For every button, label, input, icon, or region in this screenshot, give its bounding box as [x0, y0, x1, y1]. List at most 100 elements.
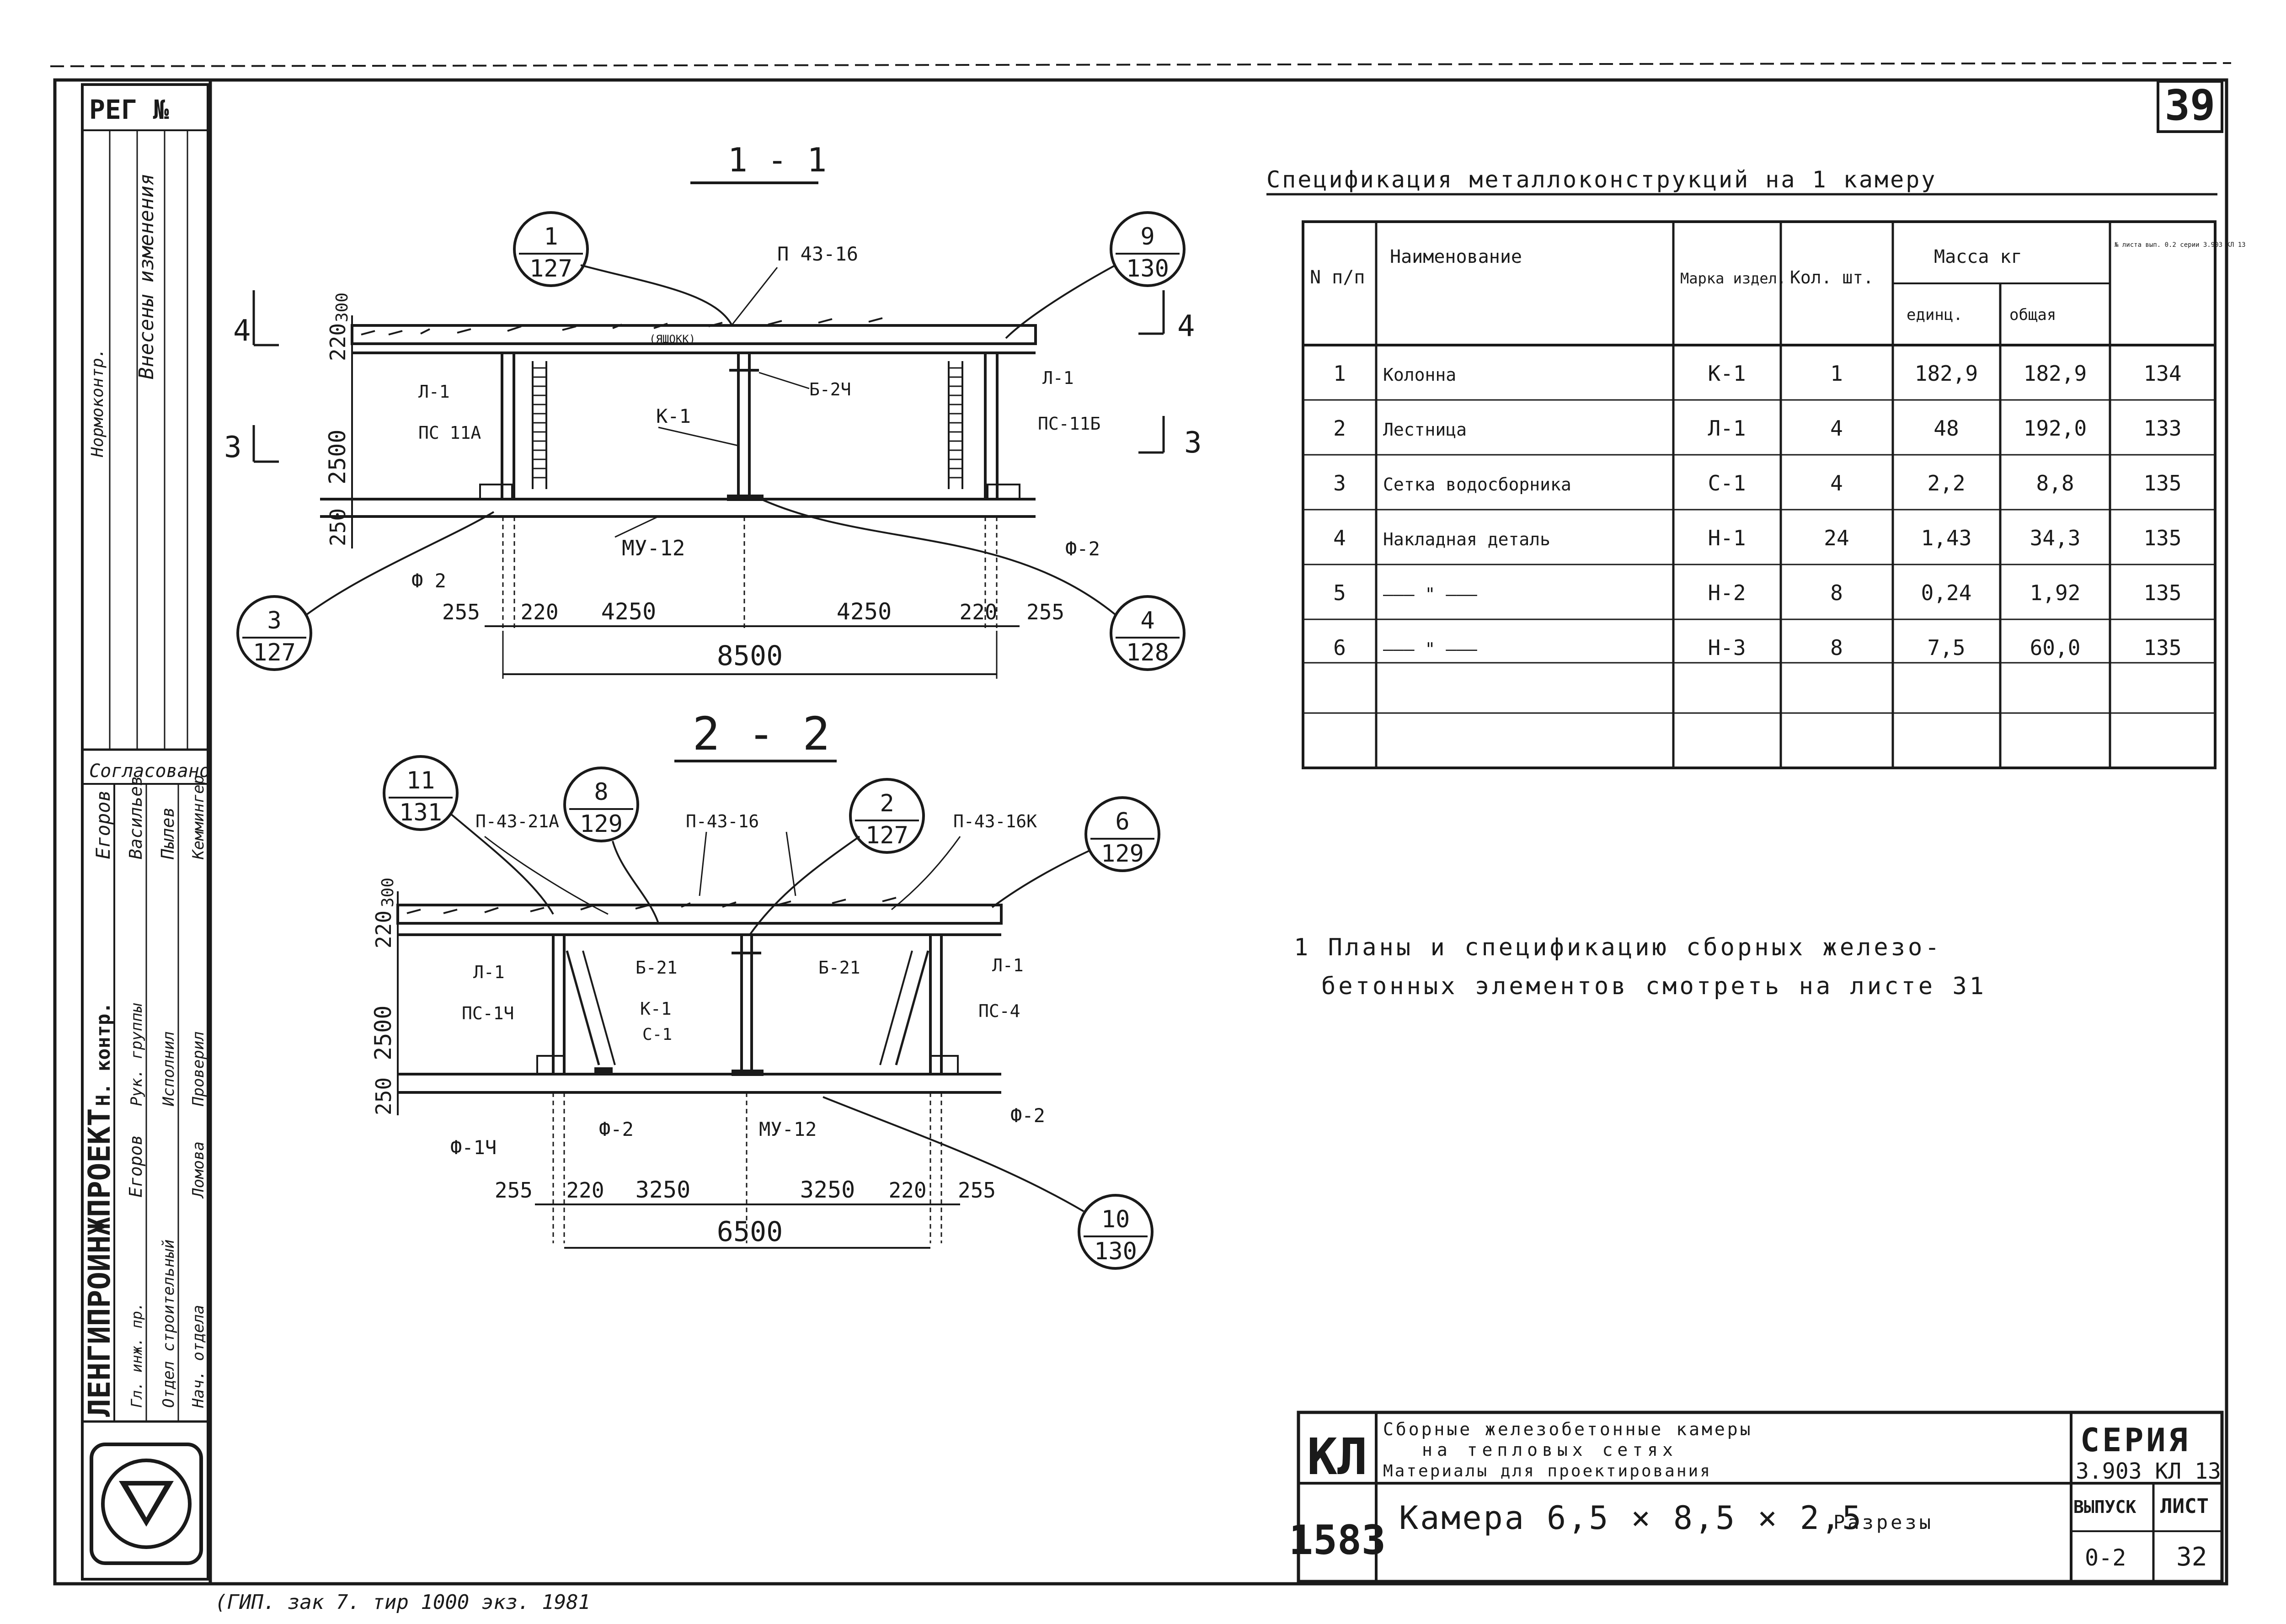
s2-dim-v3: 2500	[370, 1006, 396, 1060]
s1-callout-3-127: 3 127	[236, 511, 495, 671]
note-line-2: бетонных элементов смотреть на листе 31	[1321, 973, 1987, 1000]
svg-text:129: 129	[580, 810, 623, 838]
svg-text:129: 129	[1101, 840, 1144, 868]
s1-callout-9-130: 9 130	[1005, 211, 1186, 339]
spec-title: Спецификация металлоконструкций на 1 кам…	[1266, 166, 1937, 193]
svg-text:6: 6	[1115, 808, 1129, 836]
print-note: (ГИП. зак 7. тир 1000 экз. 1981	[215, 1591, 590, 1614]
spec-cell-n: 6	[1333, 635, 1346, 660]
title-description-1: Сборные железобетонные камеры	[1383, 1419, 1752, 1439]
changes-header: Внесены изменения	[135, 174, 158, 379]
s1-mark-4-left: 4	[233, 314, 251, 348]
s1-mark-4-right: 4	[1177, 309, 1195, 343]
s1-dim-v1: 300	[333, 293, 352, 322]
spec-cell-unit: 7,5	[1927, 635, 1965, 660]
s2-callout-10-130: 10 130	[823, 1096, 1154, 1270]
s2-dim-h6: 255	[958, 1178, 996, 1203]
s1-label-ladder-right: Л-1	[1042, 368, 1074, 388]
spec-cell-qty: 24	[1824, 526, 1849, 550]
svg-text:2: 2	[880, 790, 894, 817]
svg-text:1: 1	[544, 223, 558, 250]
approval-name-7: Ломова	[189, 1141, 208, 1199]
organization-name: ЛЕНГИПРОИНЖПРОЕКТ	[82, 1108, 117, 1417]
spec-cell-total: 60,0	[2030, 635, 2081, 660]
spec-cell-unit: 182,9	[1915, 361, 1978, 386]
s1-dim-h1: 255	[442, 600, 480, 624]
s1-dim-h3: 4250	[601, 598, 656, 625]
note-line-1: 1 Планы и спецификацию сборных железо-	[1294, 934, 1942, 961]
sheet-number-box: 39	[2157, 80, 2223, 133]
section-2-2: 2 - 2 255 220 3250 3250	[370, 707, 1160, 1270]
approval-name-1: Егоров	[92, 790, 114, 859]
sheet-frame	[50, 62, 2232, 1586]
approval-name-4: Кеммингер	[189, 775, 208, 860]
s2-callout-8-129: 8 129	[563, 767, 659, 924]
approval-role-3: Исполнил	[160, 1031, 178, 1107]
s2-dim-h2: 220	[566, 1178, 604, 1203]
s1-label-slab: П 43-16	[777, 243, 858, 265]
s1-label-beam: Б-2Ч	[809, 379, 851, 399]
s2-label-column: К-1	[640, 999, 672, 1019]
list-label: ЛИСТ	[2160, 1495, 2209, 1518]
title-sheet-1: Камера 6,5 × 8,5 × 2,5	[1399, 1499, 1863, 1537]
s2-dim-v1: 300	[379, 878, 397, 907]
s1-dim-v4: 250	[326, 508, 350, 546]
svg-text:11: 11	[406, 767, 435, 794]
stamp-inspector: Нормоконтр.	[88, 348, 107, 458]
spec-cell-total: 1,92	[2030, 580, 2081, 605]
s2-label-ladder-right: Л-1	[992, 955, 1024, 975]
s2-label-slab-16k: П-43-16К	[953, 811, 1037, 831]
s2-label-ladder-left: Л-1	[473, 962, 505, 982]
approval-role-1: Н. контр.	[92, 1002, 114, 1106]
spec-cell-name: Колонна	[1383, 365, 1456, 385]
svg-text:127: 127	[529, 255, 572, 282]
spec-cell-mark: Л-1	[1708, 416, 1746, 441]
s2-dim-h4: 3250	[800, 1177, 855, 1203]
spec-cell-sheet: 135	[2143, 580, 2181, 605]
list-value: 32	[2176, 1542, 2207, 1572]
spec-header-sheet-ref: № листа вып. 0.2 серии 3.903 КЛ 13	[2115, 241, 2246, 249]
spec-cell-qty: 4	[1830, 471, 1843, 495]
s2-label-f2-left: Ф-2	[599, 1118, 634, 1140]
s1-dim-h2: 220	[520, 600, 558, 624]
spec-header-n: N п/п	[1310, 267, 1365, 288]
s2-dim-v4: 250	[371, 1077, 396, 1115]
s2-callout-11-131: 11 131	[383, 755, 554, 915]
s2-label-slab-21a: П-43-21А	[475, 811, 559, 831]
s1-mark-3-right: 3	[1184, 426, 1202, 460]
title-block: КЛ 1583 Сборные железобетонные камеры на…	[1289, 1411, 2224, 1583]
spec-cell-sheet: 134	[2143, 361, 2181, 386]
s2-label-f1: Ф-1Ч	[450, 1136, 497, 1159]
s2-dim-h1: 255	[495, 1178, 533, 1203]
spec-cell-unit: 48	[1933, 416, 1959, 441]
title-description-3: Материалы для проектирования	[1383, 1462, 1712, 1480]
spec-header-mass: Масса кг	[1934, 246, 2022, 267]
svg-text:127: 127	[253, 639, 296, 666]
spec-cell-qty: 8	[1830, 635, 1843, 660]
spec-cell-total: 182,9	[2024, 361, 2087, 386]
archive-stamp: РЕГ №	[89, 94, 169, 125]
spec-cell-qty: 1	[1830, 361, 1843, 386]
svg-text:3: 3	[267, 607, 281, 634]
spec-cell-sheet: 133	[2143, 416, 2181, 441]
s2-callout-6-129: 6 129	[991, 796, 1160, 908]
spec-cell-name: ——— " ———	[1383, 584, 1477, 604]
spec-header-qty: Кол. шт.	[1790, 267, 1874, 288]
spec-cell-name: Лестница	[1383, 420, 1467, 440]
spec-cell-qty: 8	[1830, 580, 1843, 605]
spec-cell-total: 192,0	[2024, 416, 2087, 441]
spec-cell-mark: С-1	[1708, 471, 1746, 495]
spec-header-mark: Марка издел.	[1680, 270, 1786, 287]
left-stamp: РЕГ № Внесены изменения Нормоконтр. Согл…	[81, 83, 210, 1581]
s2-total-width: 6500	[717, 1216, 783, 1248]
s1-label-ps-left: ПС 11А	[418, 423, 481, 443]
spec-cell-qty: 4	[1830, 416, 1843, 441]
spec-cell-unit: 1,43	[1921, 526, 1972, 550]
spec-cell-n: 3	[1333, 471, 1346, 495]
section-1-title: 1 - 1	[728, 141, 827, 179]
approval-name-2: Васильев	[126, 776, 146, 859]
spec-cell-n: 1	[1333, 361, 1346, 386]
